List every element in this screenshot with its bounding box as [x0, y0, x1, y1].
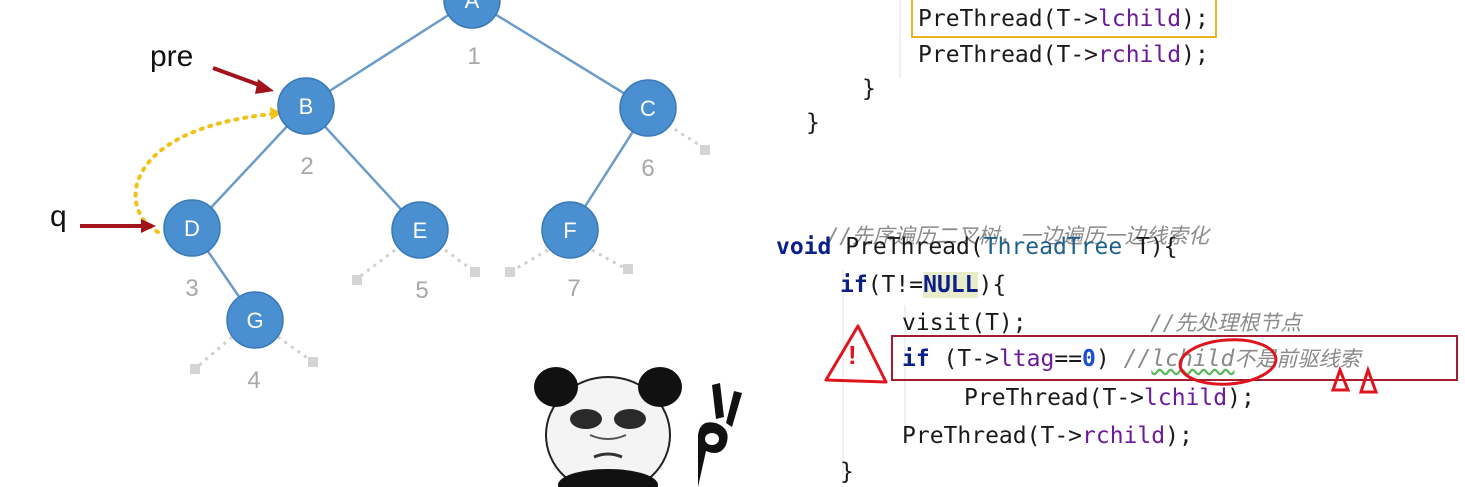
null-marker [190, 364, 200, 374]
null-child-markers [190, 145, 710, 374]
code-brace: } [862, 76, 876, 102]
null-child-stubs [195, 123, 705, 370]
preorder-number: 5 [415, 277, 428, 304]
null-stub [509, 248, 549, 274]
null-stub [591, 248, 629, 272]
null-marker [505, 267, 515, 277]
preorder-number: 4 [247, 367, 260, 394]
preorder-number: 1 [467, 43, 480, 70]
panda-meme-image [534, 367, 742, 487]
tree-node-E [391, 201, 449, 259]
code-comment-visit: //先处理根节点 [1150, 311, 1302, 335]
code-line: PreThread(T->rchild); [918, 42, 1209, 68]
null-marker [623, 264, 633, 274]
preorder-number: 3 [185, 275, 198, 302]
preorder-number: 7 [567, 275, 580, 302]
tree-node-C [619, 79, 677, 137]
tree-edge-A-B [305, 0, 473, 108]
null-marker [352, 275, 362, 285]
null-stub [357, 248, 396, 280]
tree-node-label: A [465, 0, 480, 13]
code-top-highlight-box [911, 0, 1217, 38]
warning-exclamation-mark: ! [848, 340, 857, 370]
code-line-call-lchild: PreThread(T->lchild); [964, 385, 1255, 411]
null-marker [470, 267, 480, 277]
tree-nodes: A 1B 2 C 6D 3 E 5 F 7G 4 [163, 0, 677, 394]
tree-node-A [443, 0, 501, 29]
tree-node-label: E [413, 218, 428, 243]
preorder-number: 6 [641, 155, 654, 182]
pre-pointer-arrow [212, 66, 263, 88]
tree-node-D [163, 199, 221, 257]
code-brace: } [806, 110, 820, 136]
tree-node-label: B [299, 94, 314, 119]
code-line-if-null: if(T!=NULL){ [840, 272, 1007, 298]
tree-edge-A-C [471, 0, 649, 110]
q-pointer-label: q [50, 200, 67, 233]
tree-node-G [226, 291, 284, 349]
code-line-visit: visit(T); [902, 310, 1027, 336]
code-line: PreThread(T->lchild); [918, 6, 1209, 32]
code-comment-header: //先序遍历二叉树，一边遍历一边线索化 [826, 224, 1209, 248]
null-marker [308, 357, 318, 367]
code-ltag-highlight-box [891, 335, 1458, 381]
tree-node-label: F [563, 218, 576, 243]
null-stub [667, 123, 705, 150]
null-stub [444, 248, 476, 274]
binary-tree-diagram: A 1B 2 C 6D 3 E 5 F 7G 4 [80, 0, 710, 394]
tree-node-B [277, 77, 335, 135]
tree-node-F [541, 201, 599, 259]
tree-edges [190, 0, 650, 321]
q-pointer-arrow-head [141, 219, 156, 233]
tree-node-label: D [184, 216, 200, 241]
code-line-call-rchild: PreThread(T->rchild); [902, 423, 1193, 449]
null-stub [195, 335, 233, 370]
pre-pointer-arrow-head [255, 79, 274, 94]
null-stub [277, 335, 314, 364]
thread-arrow-head [270, 107, 282, 120]
code-brace-close: } [840, 459, 854, 485]
code-line-if-ltag: if (T->ltag==0) //lchild不是前驱线索 [902, 346, 1361, 372]
code-line-signature: void PreThread(ThreadTree T){ [776, 234, 1178, 260]
preorder-number: 2 [300, 153, 313, 180]
pre-pointer-label: pre [150, 40, 194, 73]
null-marker [700, 145, 710, 155]
tree-node-label: G [246, 308, 263, 333]
tree-node-label: C [640, 96, 656, 121]
